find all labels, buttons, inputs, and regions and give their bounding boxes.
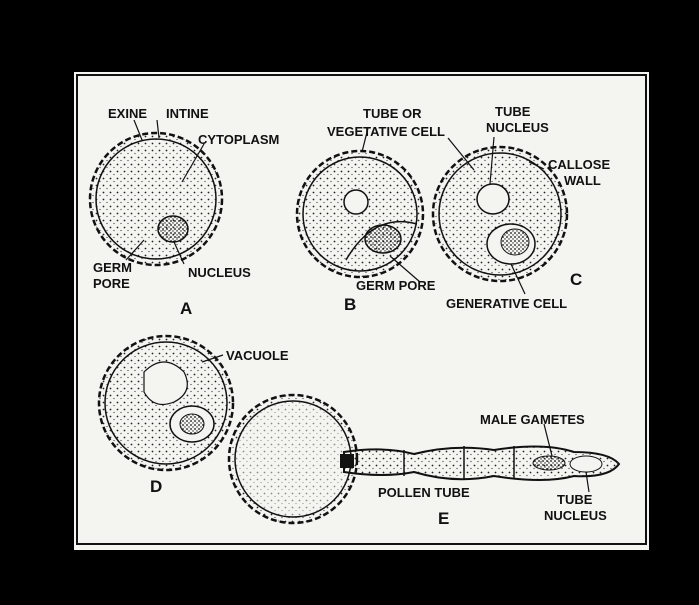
label-germ-pore-b: GERM PORE (356, 278, 436, 293)
label-tube-or: TUBE OR (363, 106, 422, 121)
label-callose-2: WALL (564, 173, 601, 188)
label-germ-pore-a1: GERM (93, 260, 132, 275)
label-tube-nucleus-c2: NUCLEUS (486, 120, 549, 135)
generative-cell-b (365, 225, 401, 253)
tube-nucleus-e (570, 456, 602, 472)
panel-letter-d: D (150, 477, 162, 496)
label-generative-cell: GENERATIVE CELL (446, 296, 567, 311)
cell-a (90, 133, 222, 265)
vacuole-d (144, 362, 187, 404)
label-nucleus-a: NUCLEUS (188, 265, 251, 280)
label-male-gametes: MALE GAMETES (480, 412, 585, 427)
label-callose-1: CALLOSE (548, 157, 610, 172)
label-cytoplasm: CYTOPLASM (198, 132, 279, 147)
label-exine: EXINE (108, 106, 147, 121)
panel-letter-c: C (570, 270, 582, 289)
label-vacuole: VACUOLE (226, 348, 289, 363)
figure-panel: EXINE INTINE CYTOPLASM GERM PORE NUCLEUS… (74, 72, 649, 550)
panel-letter-e: E (438, 509, 449, 528)
panel-letter-b: B (344, 295, 356, 314)
male-gametes-e (533, 456, 565, 470)
cell-d (99, 336, 233, 470)
cell-b (297, 151, 423, 277)
panel-letter-a: A (180, 299, 192, 318)
pollen-grain-diagram: EXINE INTINE CYTOPLASM GERM PORE NUCLEUS… (74, 72, 649, 550)
label-pollen-tube: POLLEN TUBE (378, 485, 470, 500)
tube-nucleus-b (344, 190, 368, 214)
label-tube-nucleus-c1: TUBE (495, 104, 531, 119)
label-tube-nucleus-e1: TUBE (557, 492, 593, 507)
label-tube-nucleus-e2: NUCLEUS (544, 508, 607, 523)
nucleus-a (158, 216, 188, 242)
label-germ-pore-a2: PORE (93, 276, 130, 291)
label-vegetative-cell: VEGETATIVE CELL (327, 124, 445, 139)
tube-nucleus-c (477, 184, 509, 214)
label-intine: INTINE (166, 106, 209, 121)
cell-c (433, 147, 567, 281)
